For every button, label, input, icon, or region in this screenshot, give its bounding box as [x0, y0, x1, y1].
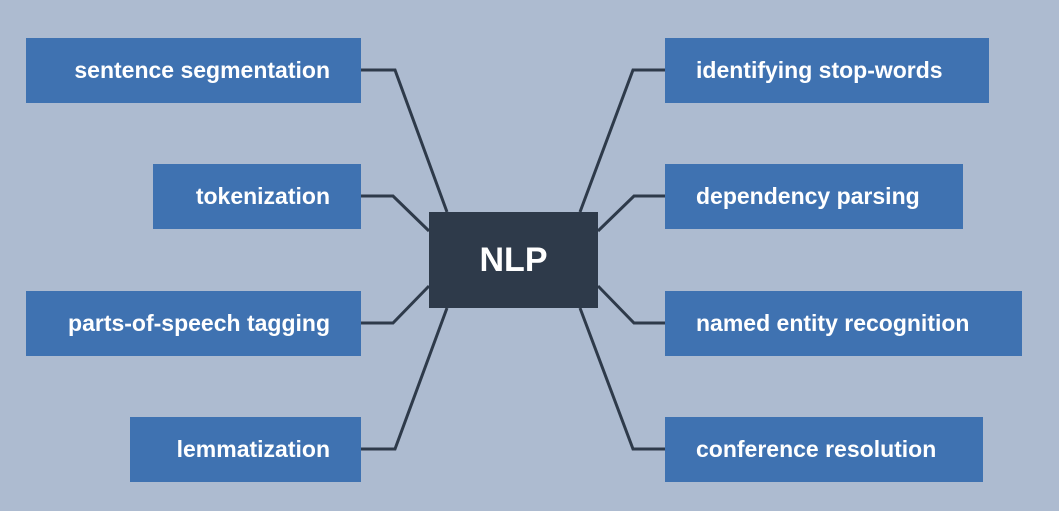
center-node: NLP: [429, 212, 598, 308]
node-parts-of-speech-tagging: parts-of-speech tagging: [26, 291, 361, 356]
node-label: identifying stop-words: [696, 57, 943, 83]
connector-parts-of-speech-tagging: [361, 284, 431, 325]
node-dependency-parsing: dependency parsing: [665, 164, 963, 229]
node-conference-resolution: conference resolution: [665, 417, 983, 482]
node-label: tokenization: [195, 183, 330, 209]
connector-named-entity-recognition: [596, 284, 665, 325]
connector-lemmatization: [361, 307, 449, 451]
connector-identifying-stop-words: [578, 68, 665, 213]
connector-sentence-segmentation: [361, 68, 449, 213]
node-label: sentence segmentation: [74, 57, 330, 83]
node-lemmatization: lemmatization: [130, 417, 361, 482]
center-label: NLP: [479, 240, 548, 279]
node-identifying-stop-words: identifying stop-words: [665, 38, 989, 103]
node-label: conference resolution: [696, 436, 937, 462]
node-named-entity-recognition: named entity recognition: [665, 291, 1022, 356]
node-label: lemmatization: [176, 436, 330, 462]
connector-dependency-parsing: [596, 194, 665, 233]
node-label: parts-of-speech tagging: [68, 310, 330, 336]
connector-tokenization: [361, 194, 431, 233]
node-sentence-segmentation: sentence segmentation: [26, 38, 361, 103]
node-tokenization: tokenization: [153, 164, 361, 229]
node-label: dependency parsing: [696, 183, 920, 209]
node-label: named entity recognition: [696, 310, 970, 336]
connector-conference-resolution: [578, 307, 665, 451]
